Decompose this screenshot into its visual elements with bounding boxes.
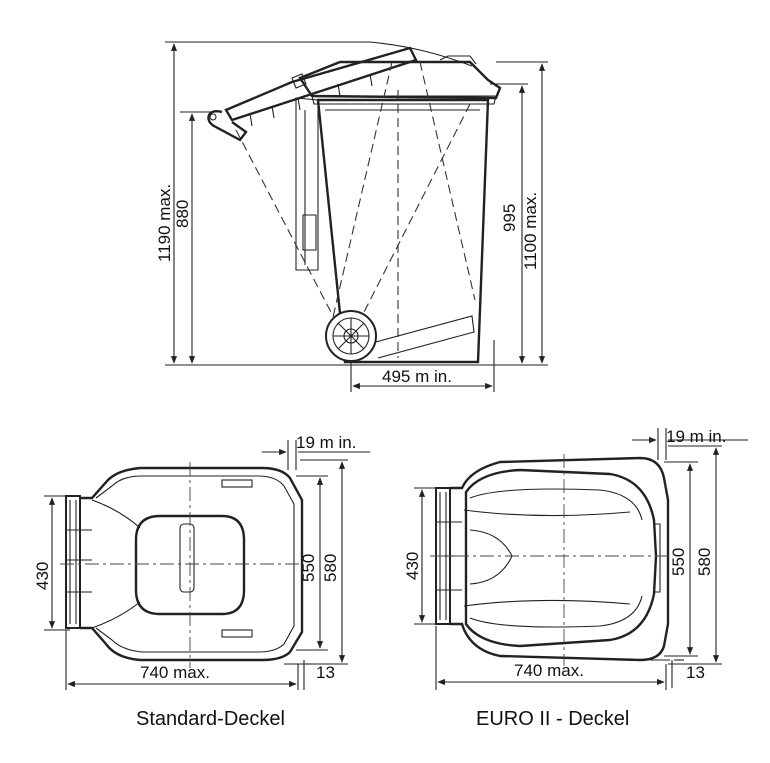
standard-outline xyxy=(80,466,304,662)
std-dim-offset-bottom: 13 xyxy=(316,663,335,682)
caption-standard: Standard-Deckel xyxy=(136,708,285,730)
top-view-standard: 430 550 580 19 m in. 740 max. 13 Standar… xyxy=(33,433,370,730)
euro-outline xyxy=(450,456,670,662)
euro-dim-handle-width: 430 xyxy=(403,552,422,580)
dim-rim-height: 995 xyxy=(500,204,519,232)
lid-closed xyxy=(298,60,502,100)
bin-body-outline xyxy=(316,98,490,364)
euro-lid-shell xyxy=(464,468,658,648)
dim-handle-height: 880 xyxy=(173,200,192,228)
std-dim-depth: 740 max. xyxy=(140,663,210,682)
wheel xyxy=(325,310,377,362)
lid-open xyxy=(224,46,418,122)
std-dim-offset-top: 19 m in. xyxy=(296,433,356,452)
euro-dim-offset-top: 19 m in. xyxy=(666,427,726,446)
side-view: 1190 max. 880 995 1100 max. 495 m in. xyxy=(155,41,548,392)
euro-dim-offset-bottom: 13 xyxy=(686,663,705,682)
euro-dim-outer-width: 580 xyxy=(695,548,714,576)
dim-wheel-base: 495 m in. xyxy=(382,367,452,386)
dim-total-height: 1190 max. xyxy=(155,184,174,262)
std-dim-handle-width: 430 xyxy=(33,562,52,590)
dim-lid-height: 1100 max. xyxy=(521,192,540,270)
standard-lid-panel xyxy=(134,514,246,616)
caption-euro: EURO II - Deckel xyxy=(476,708,629,730)
std-dim-inner-width: 550 xyxy=(299,554,318,582)
std-dim-outer-width: 580 xyxy=(321,554,340,582)
top-view-euro: 430 550 580 19 m in. 740 max. 13 EURO II… xyxy=(403,427,748,730)
euro-dim-inner-width: 550 xyxy=(669,548,688,576)
euro-dim-depth: 740 max. xyxy=(514,661,584,680)
